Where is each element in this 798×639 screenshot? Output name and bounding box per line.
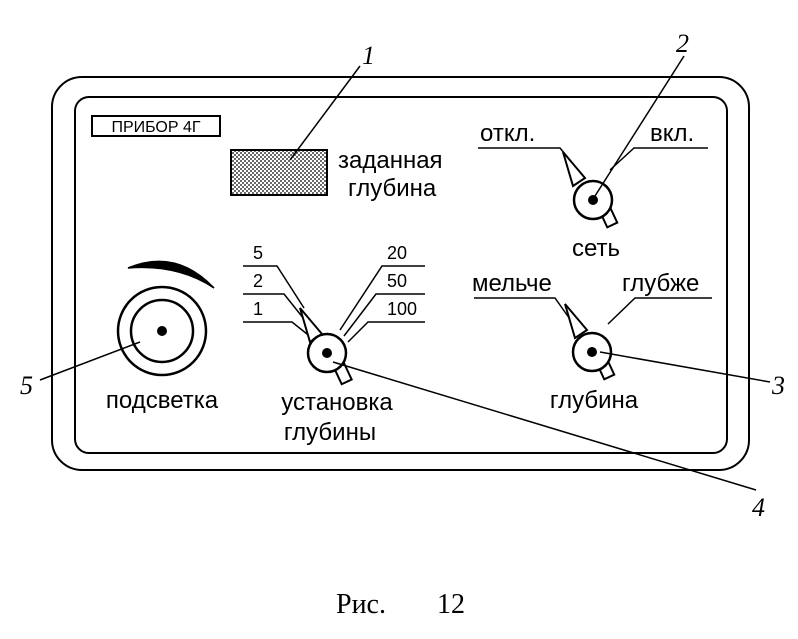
power-switch-lever: [562, 151, 587, 188]
depth-knob-lever: [564, 303, 589, 340]
name-plate: ПРИБОР 4Г: [91, 115, 221, 137]
depth-caption: глубина: [550, 387, 639, 414]
range-leader-100: [347, 321, 425, 343]
range-pos-1: 1: [253, 299, 263, 319]
depth-knob[interactable]: мельче глубже глубина: [472, 270, 712, 414]
power-off-label: откл.: [480, 120, 535, 147]
callout-5: 5: [20, 371, 33, 400]
inner-panel: [74, 96, 728, 454]
figure-caption-prefix: Рис.: [336, 589, 386, 620]
range-leader-1: [243, 321, 313, 339]
range-pos-2: 2: [253, 271, 263, 291]
range-caption-line2: глубины: [284, 419, 376, 446]
name-plate-label: ПРИБОР 4Г: [111, 119, 200, 136]
range-leader-20: [339, 265, 425, 331]
range-pos-100: 100: [387, 299, 417, 319]
power-switch[interactable]: откл. вкл. сеть: [478, 120, 708, 262]
range-pos-50: 50: [387, 271, 407, 291]
depth-range-selector[interactable]: 5 2 1 20 50 100 установка глубины: [243, 243, 425, 446]
callout-4: 4: [752, 493, 765, 522]
backlight-arc-indicator: [127, 260, 215, 289]
range-leader-50: [343, 293, 425, 337]
backlight-knob[interactable]: подсветка: [106, 260, 219, 414]
callout-leader-1: [289, 65, 361, 161]
range-pos-20: 20: [387, 243, 407, 263]
callout-2: 2: [676, 29, 689, 58]
set-depth-display: заданная глубина: [230, 147, 443, 202]
power-off-leader: [478, 147, 579, 171]
display-label-line2: глубина: [348, 175, 437, 202]
callout-leader-5: [39, 341, 141, 381]
range-leader-2: [243, 293, 309, 325]
callout-3: 3: [771, 371, 785, 400]
backlight-caption: подсветка: [106, 387, 219, 414]
depth-shallower-leader: [474, 297, 573, 323]
range-leader-5: [243, 265, 305, 309]
range-pos-5: 5: [253, 243, 263, 263]
display-label-line1: заданная: [338, 147, 443, 174]
callout-leader-3: [599, 351, 771, 383]
depth-shallower-label: мельче: [472, 270, 552, 297]
callout-leader-2: [594, 55, 685, 197]
outer-housing: [51, 76, 750, 471]
callout-leader-4: [332, 361, 757, 491]
figure-caption-number: 12: [437, 589, 465, 620]
power-on-label: вкл.: [650, 120, 694, 147]
power-on-leader: [609, 147, 708, 171]
power-caption: сеть: [572, 235, 620, 262]
depth-deeper-leader: [607, 297, 712, 325]
callout-1: 1: [362, 41, 375, 70]
depth-deeper-label: глубже: [622, 270, 699, 297]
range-caption-line1: установка: [281, 389, 393, 416]
